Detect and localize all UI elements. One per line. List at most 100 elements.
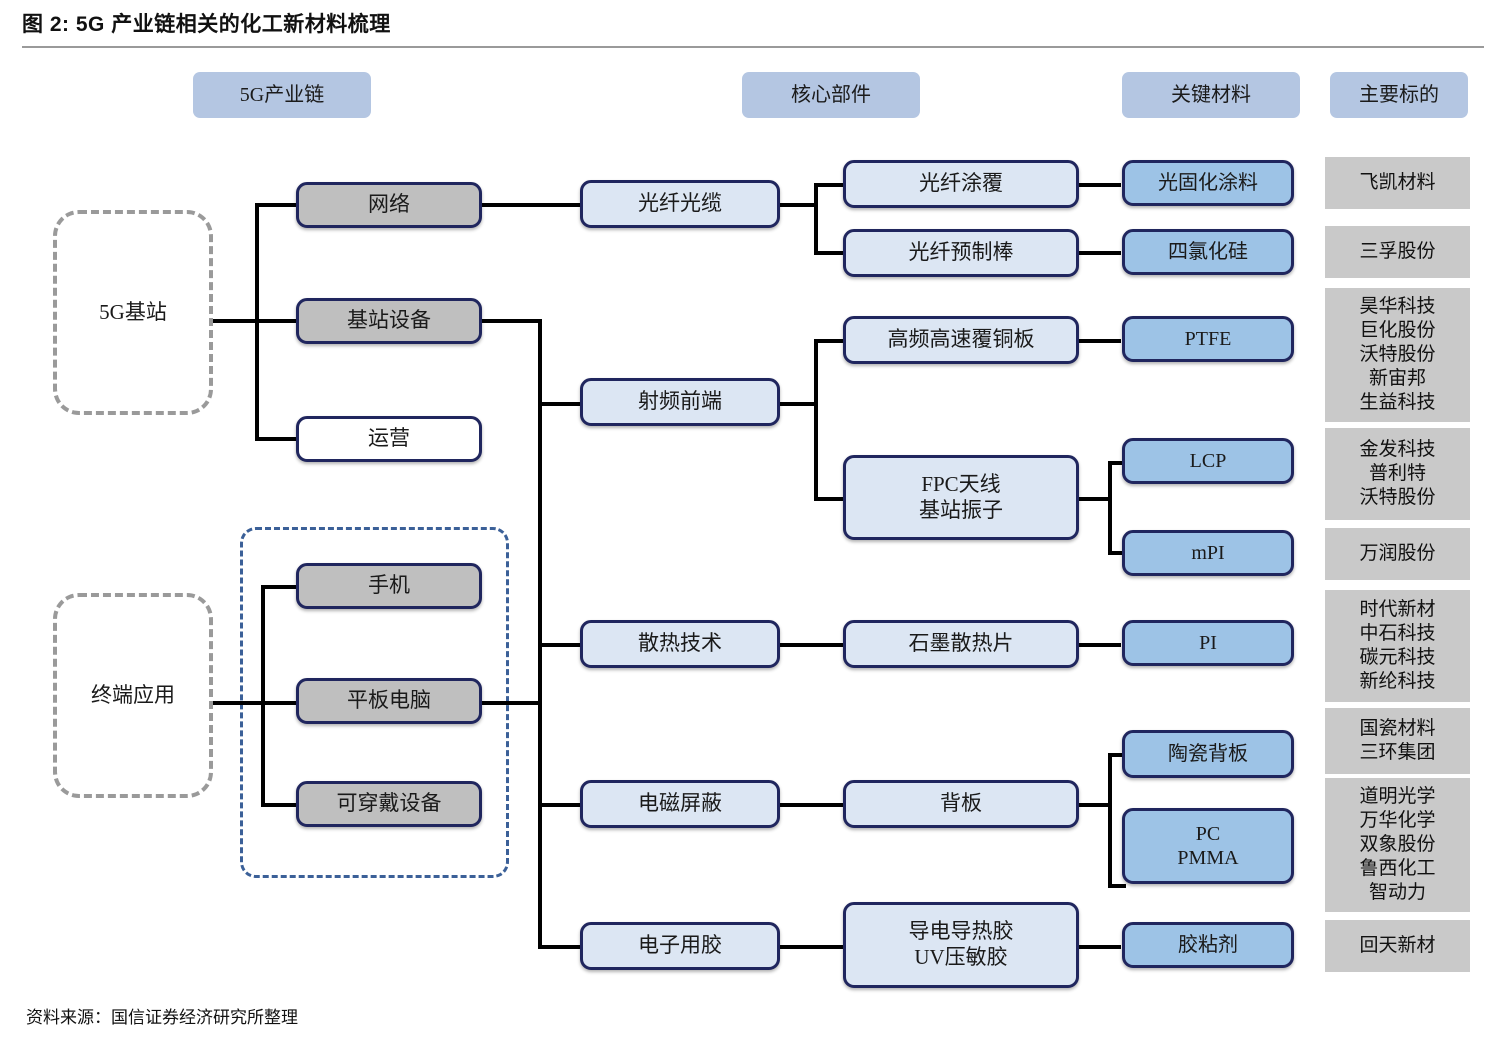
connector-fpc-stem <box>1079 497 1111 501</box>
root-node-terminal-application: 终端应用 <box>53 593 213 798</box>
connector-root1-to-equipment <box>255 319 298 323</box>
connector-rf-to-ccl <box>814 339 846 343</box>
connector-network-to-optical-cable <box>482 203 582 207</box>
column-header-label: 主要标的 <box>1359 83 1439 106</box>
main-target-label: 飞凯材料 <box>1359 172 1436 194</box>
key-material-pc-pmma[interactable]: PC PMMA <box>1122 808 1294 884</box>
connector-adhesive-to-conductive <box>780 945 846 949</box>
root-label: 终端应用 <box>91 682 175 707</box>
main-target-label: 金发科技 普利特 沃特股份 <box>1359 439 1436 508</box>
connector-cable-bus <box>814 183 818 254</box>
main-target-label: 昊华科技 巨化股份 沃特股份 新宙邦 生益科技 <box>1359 296 1436 413</box>
connector-fpc-bus <box>1108 461 1112 555</box>
connector-equipment-to-bus <box>482 319 540 323</box>
key-material-pi[interactable]: PI <box>1122 620 1294 666</box>
connector-rf-to-fpc <box>814 497 846 501</box>
connector-rf-stem <box>780 402 816 406</box>
sub-component-conductive-adhesive[interactable]: 导电导热胶 UV压敏胶 <box>843 902 1079 988</box>
connector-backplate-to-ceramic <box>1108 753 1126 757</box>
connector-backplate-stem <box>1079 803 1111 807</box>
connector-core-trunk <box>538 319 542 949</box>
main-target-cell: 国瓷材料 三环集团 <box>1325 708 1470 774</box>
sub-component-label: 石墨散热片 <box>908 631 1014 656</box>
sub-component-label: 导电导热胶 UV压敏胶 <box>908 919 1014 969</box>
main-target-cell: 时代新材 中石科技 碳元科技 新纶科技 <box>1325 590 1470 702</box>
core-component-label: 电子用胶 <box>638 933 722 958</box>
connector-root1-stem <box>213 319 259 323</box>
main-target-label: 时代新材 中石科技 碳元科技 新纶科技 <box>1359 599 1436 692</box>
segment-operation[interactable]: 运营 <box>296 416 482 462</box>
key-material-ceramic-backplate[interactable]: 陶瓷背板 <box>1122 730 1294 778</box>
column-header-industry-chain: 5G产业链 <box>193 72 371 118</box>
main-target-cell: 飞凯材料 <box>1325 157 1470 209</box>
main-target-cell: 昊华科技 巨化股份 沃特股份 新宙邦 生益科技 <box>1325 288 1470 422</box>
column-header-key-materials: 关键材料 <box>1122 72 1300 118</box>
key-material-uv-curable-coating[interactable]: 光固化涂料 <box>1122 160 1294 206</box>
sub-component-graphite-sheet[interactable]: 石墨散热片 <box>843 620 1079 668</box>
core-component-thermal-technology[interactable]: 散热技术 <box>580 620 780 668</box>
sub-component-backplate[interactable]: 背板 <box>843 780 1079 828</box>
sub-component-label: 光纤涂覆 <box>919 171 1003 196</box>
core-component-label: 电磁屏蔽 <box>638 791 722 816</box>
connector-thermal-to-graphite <box>780 643 846 647</box>
source-note: 资料来源：国信证券经济研究所整理 <box>26 1008 298 1027</box>
connector-root2-to-wearable <box>261 803 298 807</box>
sub-component-fpc-antenna[interactable]: FPC天线 基站振子 <box>843 455 1079 540</box>
key-material-silicon-tetrachloride[interactable]: 四氯化硅 <box>1122 229 1294 275</box>
segment-label: 网络 <box>368 192 410 217</box>
connector-fpc-to-mpi <box>1108 551 1126 555</box>
column-header-label: 关键材料 <box>1171 83 1251 106</box>
core-component-emi-shielding[interactable]: 电磁屏蔽 <box>580 780 780 828</box>
key-material-label: 胶粘剂 <box>1178 933 1238 956</box>
connector-cable-to-preform <box>814 251 846 255</box>
column-header-label: 核心部件 <box>791 83 871 106</box>
sub-component-fiber-preform[interactable]: 光纤预制棒 <box>843 229 1079 277</box>
title-divider <box>22 46 1484 48</box>
main-target-cell: 万润股份 <box>1325 528 1470 580</box>
main-target-label: 国瓷材料 三环集团 <box>1359 718 1436 763</box>
connector-root2-bus <box>261 585 265 807</box>
connector-preform-to-sicl4 <box>1079 251 1121 255</box>
segment-label: 运营 <box>368 426 410 451</box>
sub-component-label: 背板 <box>940 791 982 816</box>
segment-base-station-equipment[interactable]: 基站设备 <box>296 298 482 344</box>
segment-tablet[interactable]: 平板电脑 <box>296 678 482 724</box>
key-material-label: 四氯化硅 <box>1168 240 1248 263</box>
page-title: 图 2: 5G 产业链相关的化工新材料梳理 <box>22 13 391 36</box>
connector-conductive-to-adhesive <box>1079 945 1121 949</box>
key-material-adhesive[interactable]: 胶粘剂 <box>1122 922 1294 968</box>
key-material-mpi[interactable]: mPI <box>1122 530 1294 576</box>
key-material-label: PC PMMA <box>1177 822 1239 869</box>
connector-root1-to-network <box>255 203 298 207</box>
main-target-label: 万润股份 <box>1359 543 1436 565</box>
connector-rf-bus <box>814 339 818 501</box>
key-material-label: PTFE <box>1184 327 1232 350</box>
key-material-lcp[interactable]: LCP <box>1122 438 1294 484</box>
figure-header: 图 2: 5G 产业链相关的化工新材料梳理 <box>22 8 1482 46</box>
connector-trunk-to-rf-frontend <box>538 402 582 406</box>
connector-root2-to-phone <box>261 585 298 589</box>
segment-wearable-device[interactable]: 可穿戴设备 <box>296 781 482 827</box>
core-component-label: 光纤光缆 <box>638 191 722 216</box>
segment-label: 可穿戴设备 <box>336 791 442 816</box>
sub-component-fiber-coating[interactable]: 光纤涂覆 <box>843 160 1079 208</box>
core-component-optical-fiber-cable[interactable]: 光纤光缆 <box>580 180 780 228</box>
column-header-core-components: 核心部件 <box>742 72 920 118</box>
core-component-electronic-adhesive[interactable]: 电子用胶 <box>580 922 780 970</box>
segment-label: 手机 <box>368 573 410 598</box>
connector-root1-to-operation <box>255 437 298 441</box>
key-material-label: PI <box>1199 631 1217 654</box>
connector-trunk-to-emi <box>538 803 582 807</box>
segment-label: 平板电脑 <box>347 688 431 713</box>
column-header-label: 5G产业链 <box>239 83 325 106</box>
connector-coating-to-uvcoating <box>1079 183 1121 187</box>
sub-component-high-freq-ccl[interactable]: 高频高速覆铜板 <box>843 316 1079 364</box>
core-component-label: 散热技术 <box>638 631 722 656</box>
connector-emi-to-backplate <box>780 803 846 807</box>
key-material-ptfe[interactable]: PTFE <box>1122 316 1294 362</box>
connector-fpc-to-lcp <box>1108 461 1126 465</box>
segment-mobile-phone[interactable]: 手机 <box>296 563 482 609</box>
connector-graphite-to-pi <box>1079 643 1121 647</box>
segment-network[interactable]: 网络 <box>296 182 482 228</box>
core-component-rf-frontend[interactable]: 射频前端 <box>580 378 780 426</box>
